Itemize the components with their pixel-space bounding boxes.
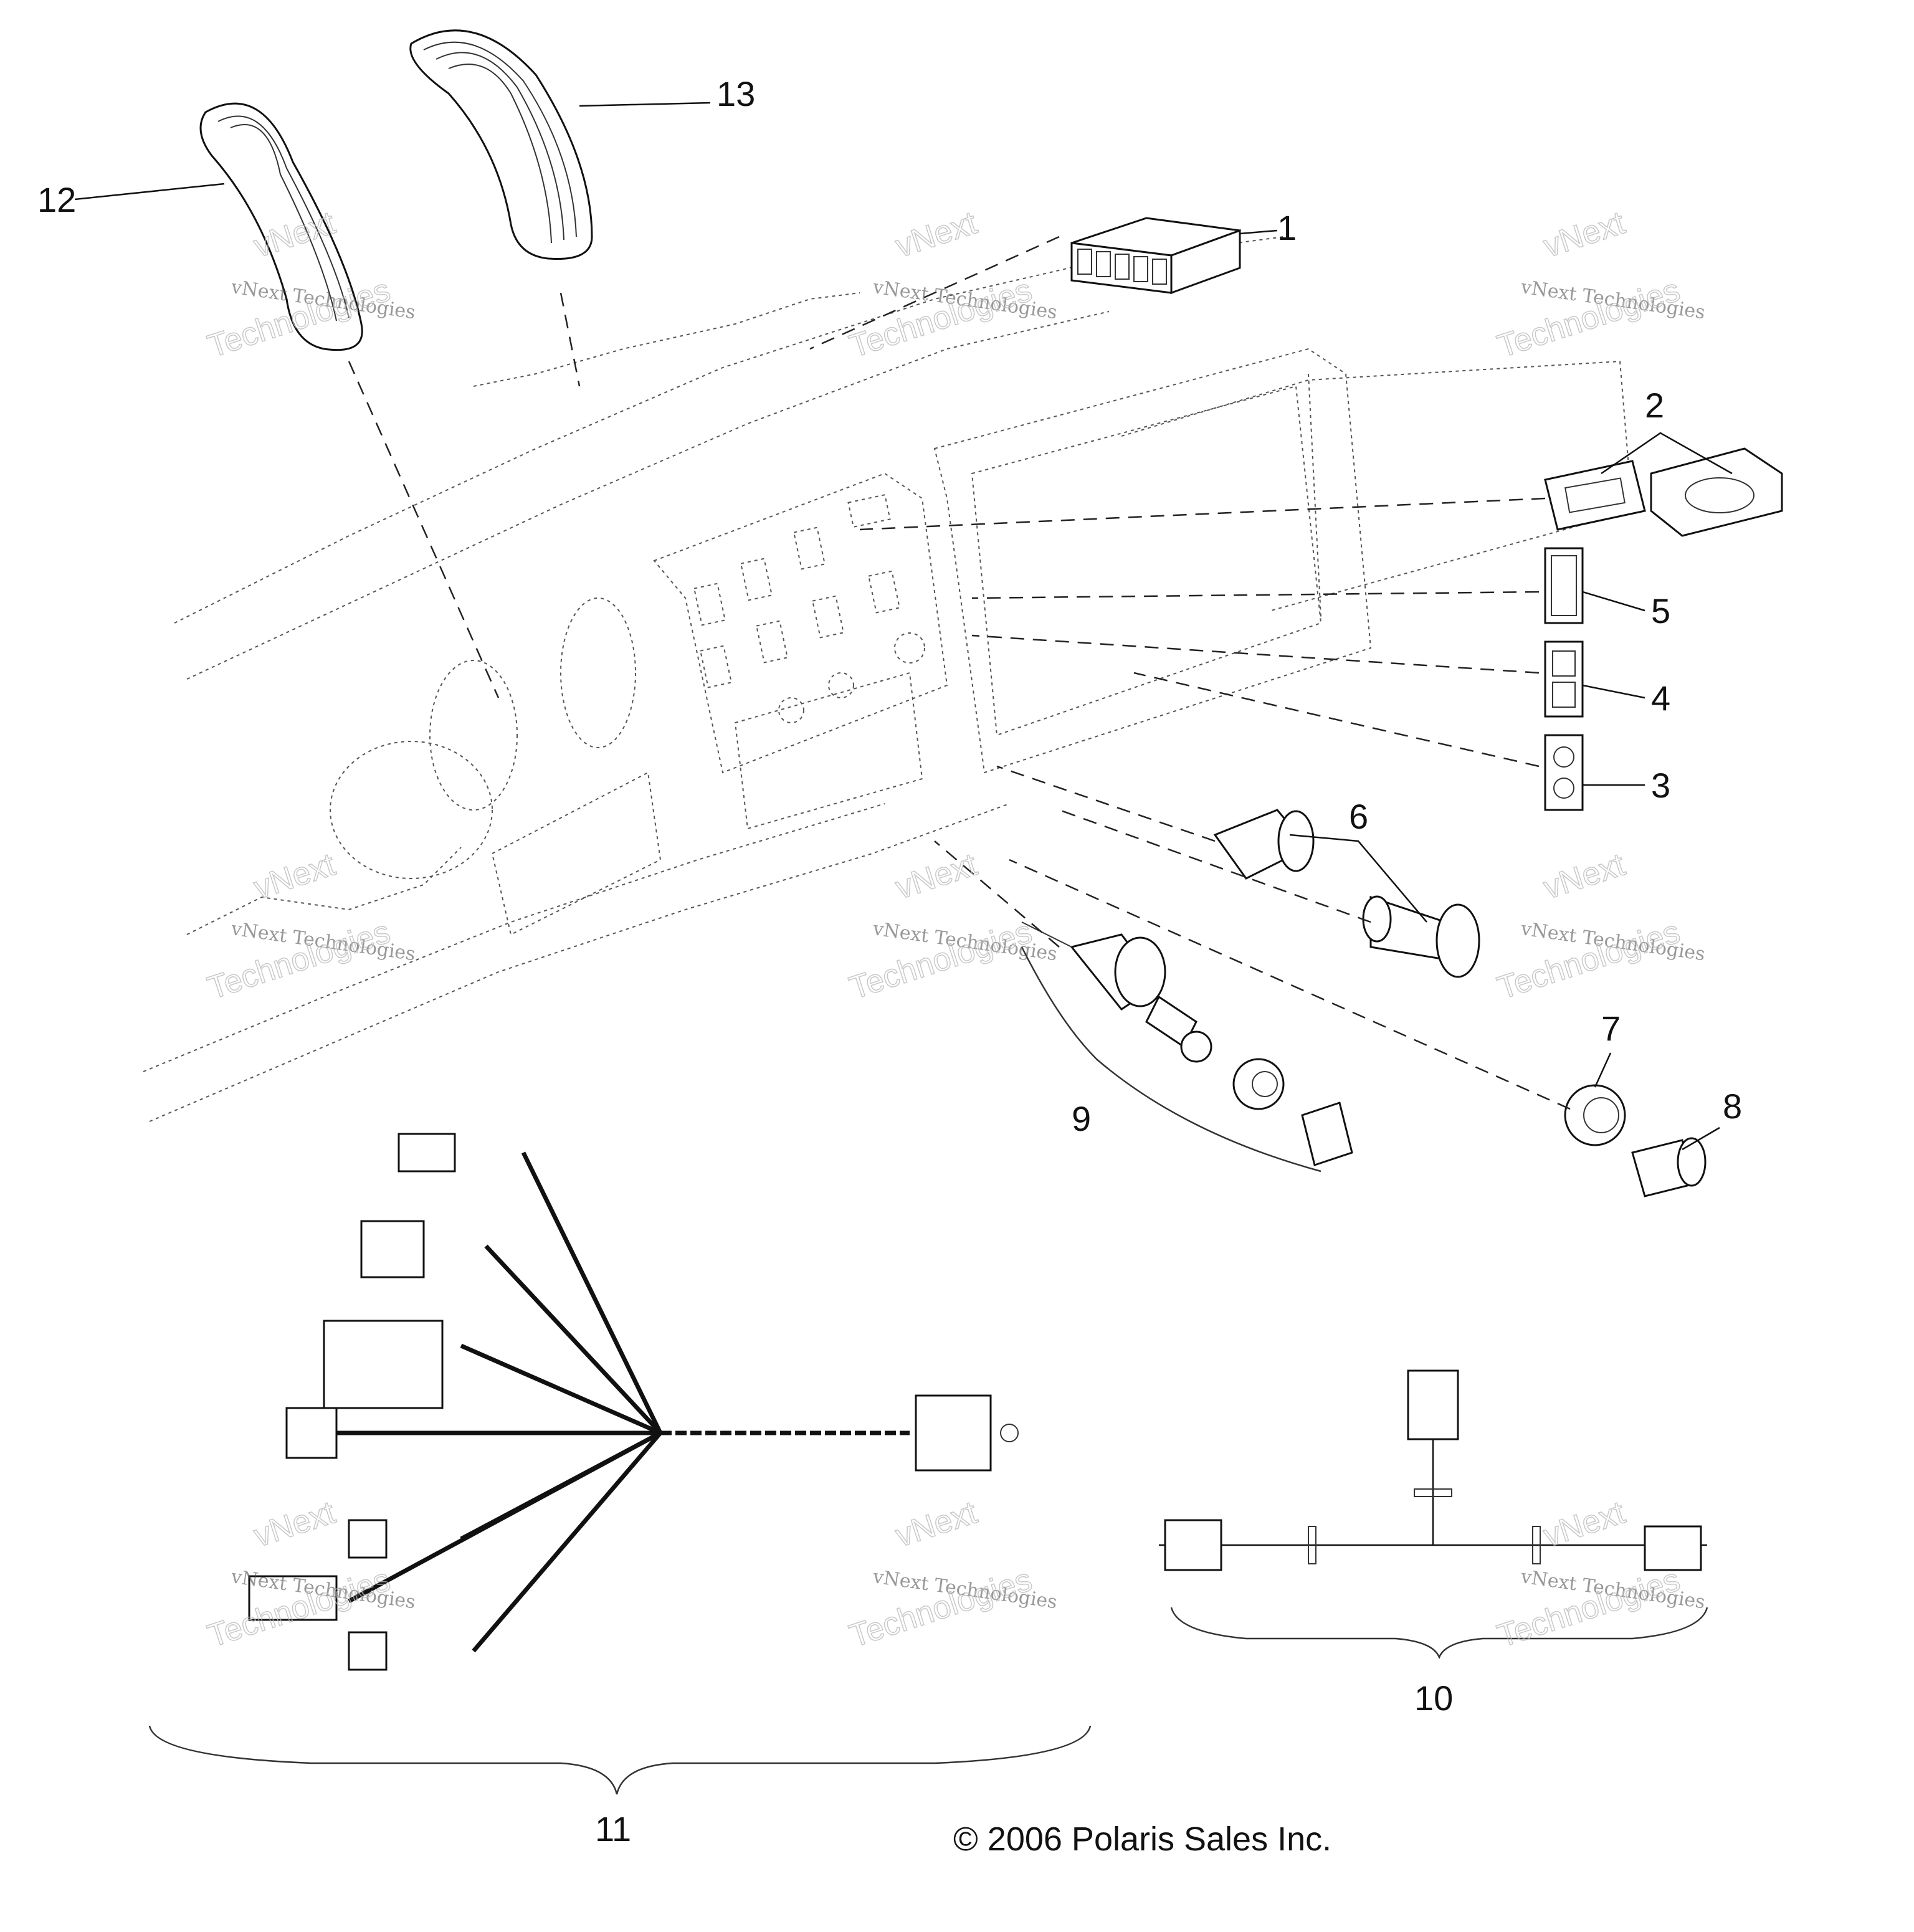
power-point-6 bbox=[1213, 809, 1480, 978]
callout-3: 3 bbox=[1651, 766, 1670, 805]
callout-10: 10 bbox=[1414, 1678, 1453, 1718]
plug-8 bbox=[1631, 1137, 1707, 1197]
trim-pad-12 bbox=[199, 102, 363, 351]
wire-harness-10 bbox=[1159, 1369, 1707, 1571]
callout-11: 11 bbox=[595, 1809, 631, 1849]
callout-9: 9 bbox=[1072, 1099, 1091, 1138]
leader-lines bbox=[74, 102, 1733, 1151]
assembly-lines bbox=[348, 236, 1571, 1110]
switch-block-1 bbox=[1070, 217, 1241, 295]
switch-frame-5 bbox=[1544, 547, 1584, 624]
trim-pad-13 bbox=[409, 29, 593, 260]
callout-6: 6 bbox=[1349, 797, 1368, 836]
ignition-switch-9 bbox=[1021, 921, 1353, 1166]
callout-2: 2 bbox=[1645, 386, 1664, 425]
wire-harness-11 bbox=[248, 1133, 1019, 1671]
copyright-notice: © 2006 Polaris Sales Inc. bbox=[953, 1820, 1331, 1858]
watermark-text: vNext bbox=[891, 204, 981, 264]
callout-8: 8 bbox=[1723, 1087, 1742, 1126]
callout-12: 12 bbox=[37, 180, 76, 219]
watermark-text: vNext bbox=[1539, 204, 1629, 264]
callouts: 1 2 3 4 5 6 7 8 9 10 11 12 13 bbox=[37, 74, 1742, 1849]
watermark-text: vNext bbox=[891, 846, 981, 906]
callout-1: 1 bbox=[1277, 208, 1297, 247]
callout-7: 7 bbox=[1601, 1009, 1621, 1048]
bushing-7 bbox=[1564, 1084, 1626, 1146]
bezel-2 bbox=[1544, 447, 1783, 537]
watermark-text: vNext bbox=[249, 846, 340, 906]
rocker-switch-4 bbox=[1544, 640, 1584, 718]
callout-4: 4 bbox=[1651, 678, 1670, 718]
watermark-text: vNext bbox=[1539, 846, 1629, 906]
braces bbox=[148, 946, 1708, 1795]
dual-switch-3 bbox=[1544, 734, 1584, 811]
callout-5: 5 bbox=[1651, 591, 1670, 631]
watermark-text: vNext bbox=[249, 1494, 340, 1554]
callout-13: 13 bbox=[717, 74, 755, 113]
dashboard-panel bbox=[143, 236, 1634, 1122]
watermark-text: vNext bbox=[891, 1494, 981, 1554]
